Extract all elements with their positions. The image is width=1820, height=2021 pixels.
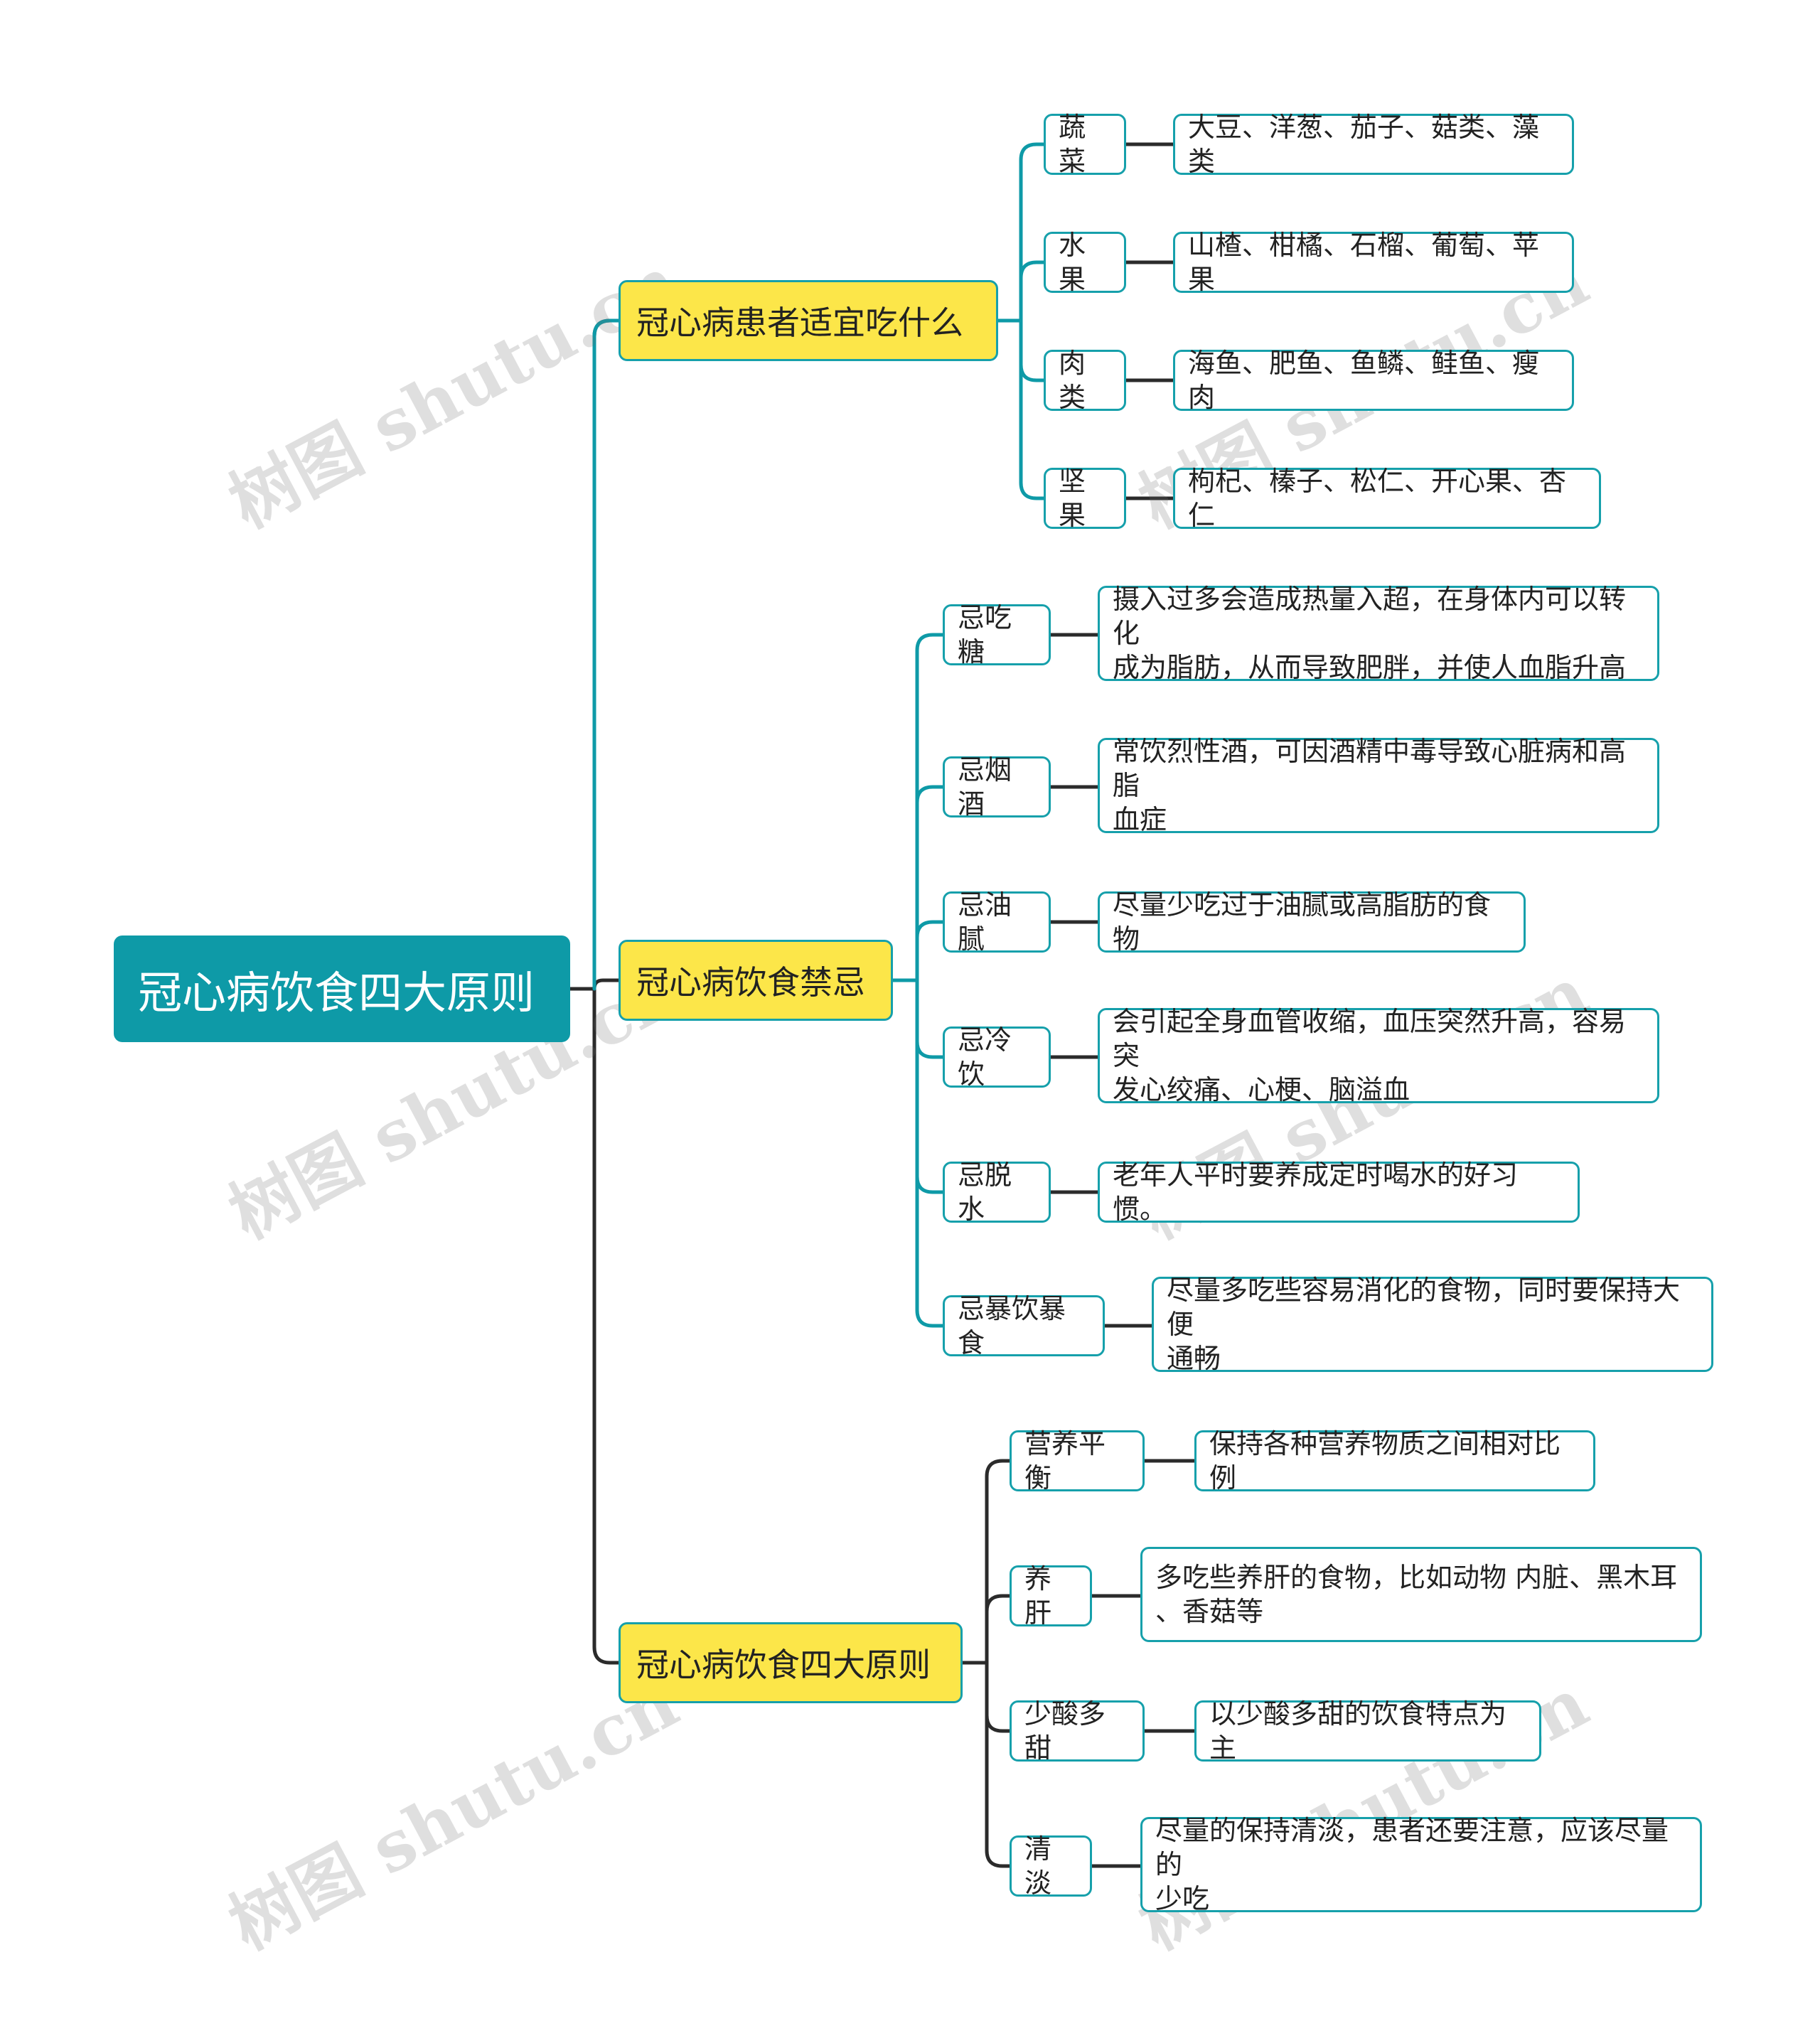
connector-line: [592, 978, 621, 991]
detail-light-diet: 尽量的保持清淡，患者还要注意，应该尽量的 少吃: [1140, 1815, 1702, 1914]
child-less-sour-more-sweet[interactable]: 少酸多甜: [1010, 1698, 1145, 1764]
connector-line: [915, 785, 945, 982]
connector-line: [985, 1661, 1012, 1733]
child-nuts[interactable]: 坚果: [1044, 466, 1126, 531]
connector-line: [985, 1594, 1012, 1665]
child-avoid-smoke-alcohol[interactable]: 忌烟酒: [943, 754, 1051, 820]
child-nourish-liver[interactable]: 养肝: [1010, 1563, 1092, 1629]
detail-avoid-cold-drinks: 会引起全身血管收缩，血压突然升高，容易突 发心绞痛、心梗、脑溢血: [1098, 1006, 1659, 1105]
connector-line: [1019, 142, 1046, 323]
child-avoid-dehydration[interactable]: 忌脱水: [943, 1159, 1051, 1225]
detail-nuts: 枸杞、榛子、松仁、开心果、杏仁: [1173, 466, 1601, 531]
child-vegetables[interactable]: 蔬菜: [1044, 112, 1126, 177]
connector-line: [985, 1661, 1012, 1868]
detail-avoid-dehydration: 老年人平时要养成定时喝水的好习惯。: [1098, 1159, 1580, 1225]
connector-line: [592, 987, 621, 1665]
connector-line: [592, 318, 621, 991]
connector-line: [1019, 318, 1046, 500]
detail-less-sour-more-sweet: 以少酸多甜的饮食特点为主: [1194, 1698, 1541, 1764]
child-avoid-cold-drinks[interactable]: 忌冷饮: [943, 1024, 1051, 1090]
child-avoid-overeating[interactable]: 忌暴饮暴食: [943, 1293, 1105, 1358]
connector-line: [1019, 260, 1046, 323]
child-meat[interactable]: 肉类: [1044, 348, 1126, 413]
child-fruits[interactable]: 水果: [1044, 230, 1126, 295]
connector-line: [1019, 318, 1046, 382]
detail-meat: 海鱼、肥鱼、鱼鳞、鲑鱼、瘦肉: [1173, 348, 1574, 413]
detail-avoid-greasy: 尽量少吃过于油腻或高脂肪的食物: [1098, 889, 1526, 955]
child-avoid-sugar[interactable]: 忌吃糖: [943, 602, 1051, 668]
detail-avoid-smoke-alcohol: 常饮烈性酒，可因酒精中毒导致心脏病和高脂 血症: [1098, 736, 1659, 835]
child-light-diet[interactable]: 清淡: [1010, 1833, 1092, 1899]
connector-line: [592, 318, 621, 991]
detail-nourish-liver: 多吃些养肝的食物，比如动物 内脏、黑木耳 、香菇等: [1140, 1547, 1702, 1642]
connector-line: [915, 978, 945, 1194]
child-avoid-greasy[interactable]: 忌油腻: [943, 889, 1051, 955]
detail-vegetables: 大豆、洋葱、茄子、菇类、藻类: [1173, 112, 1574, 177]
detail-avoid-overeating: 尽量多吃些容易消化的食物，同时要保持大便 通畅: [1152, 1275, 1713, 1374]
connector-line: [915, 978, 945, 1328]
detail-balanced-nutrition: 保持各种营养物质之间相对比例: [1194, 1428, 1595, 1494]
root-node[interactable]: 冠心病饮食四大原则: [114, 936, 570, 1042]
branch-suitable-foods[interactable]: 冠心病患者适宜吃什么: [619, 280, 998, 361]
detail-avoid-sugar: 摄入过多会造成热量入超，在身体内可以转化 成为脂肪，从而导致肥胖，并使人血脂升高: [1098, 584, 1659, 683]
connector-line: [915, 978, 945, 1059]
connector-line: [915, 633, 945, 982]
detail-fruits: 山楂、柑橘、石榴、葡萄、苹果: [1173, 230, 1574, 295]
branch-diet-taboos[interactable]: 冠心病饮食禁忌: [619, 940, 893, 1021]
branch-four-principles[interactable]: 冠心病饮食四大原则: [619, 1622, 963, 1703]
connector-line: [915, 920, 945, 982]
connector-line: [985, 1459, 1012, 1665]
child-balanced-nutrition[interactable]: 营养平衡: [1010, 1428, 1145, 1494]
